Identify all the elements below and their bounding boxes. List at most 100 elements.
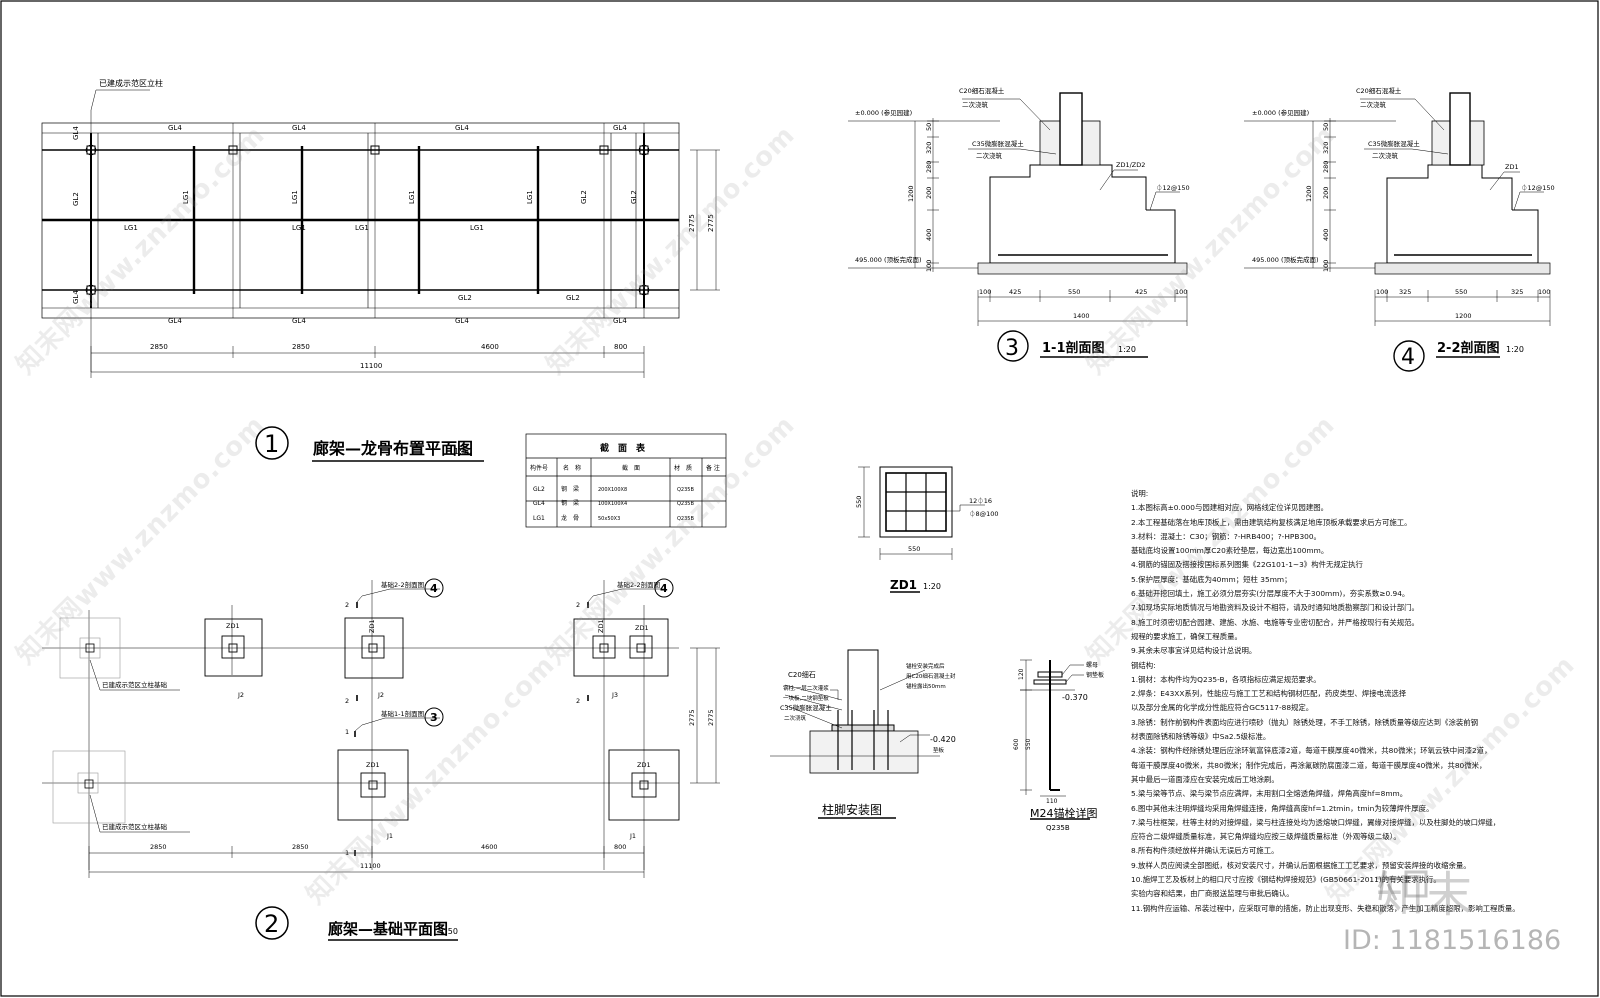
note-line: 8.所有构件须经放样并确认无误后方可施工。 xyxy=(1131,846,1279,856)
s1-vdim: 320 xyxy=(925,142,933,154)
brand-text: 知末 xyxy=(1376,867,1473,923)
lg1-label: LG1 xyxy=(355,224,369,232)
lg1-side-label: LG1 xyxy=(291,190,299,204)
zd1-stirrup: ⏀8@100 xyxy=(969,509,999,518)
base-right-label: 锚栓安装完成后 xyxy=(906,662,945,670)
note-line: 材表面除锈和除锈等级》中Sa2.5级标准。 xyxy=(1131,732,1271,742)
note-line: 6.图中其他未注明焊缝均采用角焊缝连接，角焊缝高度hf=1.2tmin，tmin… xyxy=(1131,803,1434,813)
lg1-side-label: LG1 xyxy=(408,190,416,204)
gl4-side-label: GL4 xyxy=(72,290,80,304)
s1-total: 1400 xyxy=(1073,312,1090,320)
plan1-scale: 1:50 xyxy=(454,447,472,456)
dim-2850-a: 2850 xyxy=(150,343,168,351)
image-id: ID: 1181516186 xyxy=(1343,925,1562,956)
table-header: 材 质 xyxy=(674,464,692,472)
note-line: 3.材料：混凝土：C30；钢筋：?-HRB400；?-HPB300。 xyxy=(1131,531,1321,541)
gl4-label: GL4 xyxy=(455,124,469,132)
note-line: 6.基础开挖回填土，施工必须分层夯实(分层厚度不大于300mm)，夯实系数≥0.… xyxy=(1131,589,1410,599)
s1-second-pour-2: 二次浇筑 xyxy=(976,151,1003,160)
mark-2: 2 xyxy=(345,697,349,705)
gl4-label: GL4 xyxy=(168,317,182,325)
base-label: 钢柱,一层二次灌浆 xyxy=(783,684,829,692)
foundation-plan xyxy=(42,578,720,941)
note-line: 1.本图标高±0.000与园建相对应，网格线定位详见园建图。 xyxy=(1131,503,1328,513)
anchor-bolt-detail xyxy=(1020,659,1090,820)
base-right-label: 用C20细石混凝土封 xyxy=(906,672,956,680)
side-dim-a: 2775 xyxy=(688,709,696,726)
s1-rebar: ⏀12@150 xyxy=(1156,183,1190,192)
zd1-label: ZD1 xyxy=(637,761,651,769)
lg1-side-label: LG1 xyxy=(182,190,190,204)
s1-vdim: 50 xyxy=(925,123,933,131)
s1-scale: 1:20 xyxy=(1118,345,1136,354)
note-line: 7.如现场实际地质情况与地勘资料及设计不相符，请及时通知地质勘察部门和设计部门。 xyxy=(1131,603,1419,613)
note-line: 8.施工时须密切配合园建、建施、水施、电施等专业密切配合，并严格按现行有关规范。 xyxy=(1131,617,1419,627)
table-cell: Q235B xyxy=(677,487,694,493)
note-line: 4.钢筋的锚固及搭接按国标系列图集《22G101-1~3》构件无规定执行 xyxy=(1131,560,1363,570)
s2-c20: C20细石混凝土 xyxy=(1356,86,1402,95)
base-label: 二次浇筑 xyxy=(784,714,807,722)
j3-label: J3 xyxy=(611,691,618,699)
table-cell: 50x50X3 xyxy=(598,516,620,522)
base-title: 柱脚安装图 xyxy=(822,802,882,817)
s2-scale: 1:20 xyxy=(1506,345,1524,354)
note-line: 9.其余未尽事宜详见结构设计总说明。 xyxy=(1131,646,1257,656)
mark-1: 1 xyxy=(345,728,349,736)
bolt-material: Q235B xyxy=(1046,824,1070,832)
zd1-label: ZD1 xyxy=(597,619,605,633)
s2-hdim: 550 xyxy=(1455,288,1467,296)
note-line: 5.保护层厚度：基础底为40mm；短柱 35mm； xyxy=(1131,574,1292,584)
s2-hdim: 100 xyxy=(1376,288,1388,296)
note-line: 每道干膜厚度40微米，共80微米；制作完成后，再涂氟碳防腐面漆二道，每道干膜厚度… xyxy=(1131,760,1487,770)
note-line: 9.放样人员应阅读全部图纸，核对安装尺寸，并确认后面根据施工工艺要求，预留安装焊… xyxy=(1131,860,1471,870)
framing-plan xyxy=(41,89,720,462)
s2-vdim: 100 xyxy=(1322,260,1330,272)
j2-label: J2 xyxy=(237,691,244,699)
zd1-label: ZD1 xyxy=(226,622,240,630)
table-header: 备 注 xyxy=(706,464,720,472)
table-cell: 200X100X8 xyxy=(598,487,627,493)
s2-c35: C35微膨胀混凝土 xyxy=(1368,139,1420,148)
s1-c20: C20细石混凝土 xyxy=(959,86,1005,95)
s2-second-pour-2: 二次浇筑 xyxy=(1372,151,1399,160)
bolt-label: 钢垫板 xyxy=(1086,671,1104,679)
side-dim-b: 2775 xyxy=(707,214,715,232)
gl4-label: GL4 xyxy=(613,317,627,325)
sec22-label-a: 基础2-2剖面图 xyxy=(381,580,424,589)
sec-num-4b: 4 xyxy=(660,582,668,595)
s2-num: 4 xyxy=(1401,345,1415,370)
table-cell: 100X100X4 xyxy=(598,501,627,507)
table-cell: Q235B xyxy=(677,501,694,507)
plan2-scale: 1:50 xyxy=(440,927,458,936)
s2-elev-top: ±0.000 (参见园建) xyxy=(1252,108,1309,117)
table-cell: GL2 xyxy=(533,486,545,493)
gl4-label: GL4 xyxy=(613,124,627,132)
zd1-scale: 1:20 xyxy=(923,582,941,591)
note-line: 11.钢构件应运输、吊装过程中，应采取可靠的措施，防止出现变形、失稳和散落，产生… xyxy=(1131,903,1520,913)
note-line: 说明: xyxy=(1131,489,1149,498)
dim-total: 11100 xyxy=(360,362,382,370)
bolt-elev: -0.370 xyxy=(1062,693,1088,702)
table-cell: 龙 骨 xyxy=(561,514,579,522)
s1-title: 1-1剖面图 xyxy=(1042,340,1105,356)
s1-elev-top: ±0.000 (参见园建) xyxy=(855,108,912,117)
column-base-detail xyxy=(770,649,940,819)
sec-num-3: 3 xyxy=(430,711,438,724)
zd1-label: ZD1 xyxy=(366,761,380,769)
side-dim-b: 2775 xyxy=(707,709,715,726)
existing-foundation-2: 已建成示范区立柱基础 xyxy=(102,822,168,831)
s1-hdim: 425 xyxy=(1009,288,1021,296)
section-2-2 xyxy=(1244,92,1551,372)
brand-logo xyxy=(1376,869,1428,901)
gl2-label: GL2 xyxy=(458,294,472,302)
gl2-side-label: GL2 xyxy=(630,190,638,204)
note-line: 其中最后一道面漆应在安装完成后工地涂刷。 xyxy=(1131,774,1279,784)
s2-vdim: 200 xyxy=(1322,187,1330,199)
s2-vdim: 400 xyxy=(1322,229,1330,241)
s1-c35: C35微膨胀混凝土 xyxy=(972,139,1024,148)
note-line: 10.施焊工艺及板材上的相口尺寸应按《钢结构焊接规范》(GB50661-2011… xyxy=(1131,875,1441,885)
table-header: 名 称 xyxy=(563,464,581,472)
note-line: 2.焊条：E43XX系列，性能应与施工工艺和结构钢材匹配，药皮类型、焊接电流选择 xyxy=(1131,689,1407,699)
s2-elev-bottom: 495.000 (顶板完成面) xyxy=(1252,255,1319,264)
